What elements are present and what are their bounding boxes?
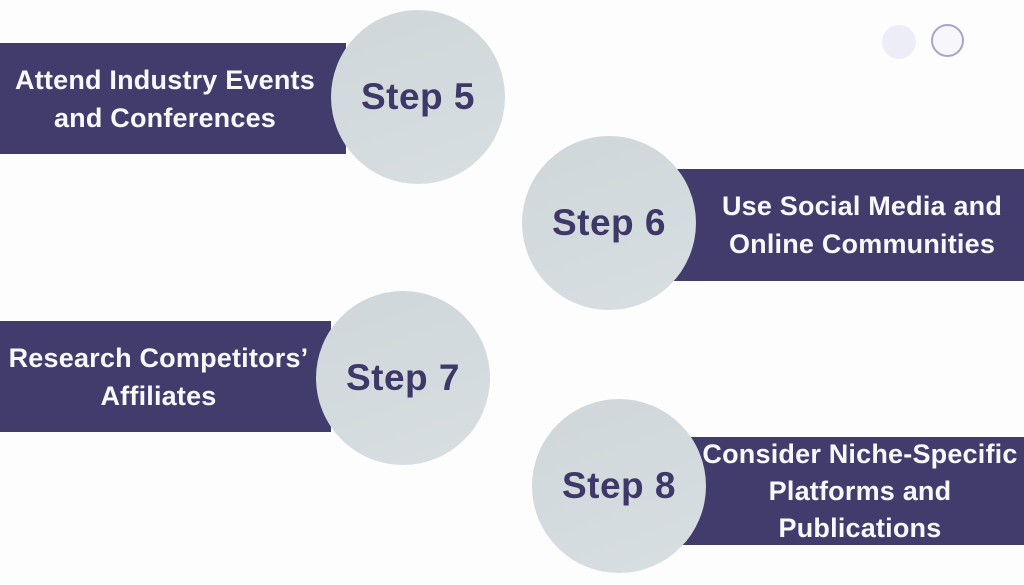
- step-6-label-line-2: Online Communities: [728, 229, 996, 259]
- step-5-circle: Step 5: [331, 10, 505, 184]
- step-7-banner: Research Competitors’ Affiliates: [0, 321, 331, 432]
- step-8-circle: Step 8: [532, 399, 706, 573]
- carousel-dot-filled[interactable]: [882, 25, 916, 59]
- step-5-number: Step 5: [360, 76, 476, 117]
- step-7-circle: Step 7: [316, 291, 490, 465]
- step-7-number: Step 7: [345, 357, 461, 398]
- step-8-label-line-3: Publications: [778, 512, 942, 543]
- carousel-dot-outline[interactable]: [931, 24, 964, 57]
- step-6-circle: Step 6: [522, 136, 696, 310]
- step-8-label-line-1: Consider Niche-Specific: [702, 438, 1018, 469]
- step-6-banner: Use Social Media and Online Communities: [660, 169, 1024, 281]
- step-6-number: Step 6: [551, 202, 667, 243]
- step-5-label-line-1: Attend Industry Events: [15, 64, 315, 95]
- step-7-label-line-2: Affiliates: [100, 380, 217, 411]
- step-8-number: Step 8: [561, 465, 677, 506]
- step-5-label-line-2: and Conferences: [53, 102, 277, 133]
- step-5-banner: Attend Industry Events and Conferences: [0, 43, 346, 154]
- step-6-label-line-1: Use Social Media and: [721, 191, 1003, 221]
- step-7-label-line-1: Research Competitors’: [8, 342, 309, 373]
- step-8-banner: Consider Niche-Specific Platforms and Pu…: [672, 437, 1024, 545]
- step-8-label-line-2: Platforms and: [768, 475, 952, 506]
